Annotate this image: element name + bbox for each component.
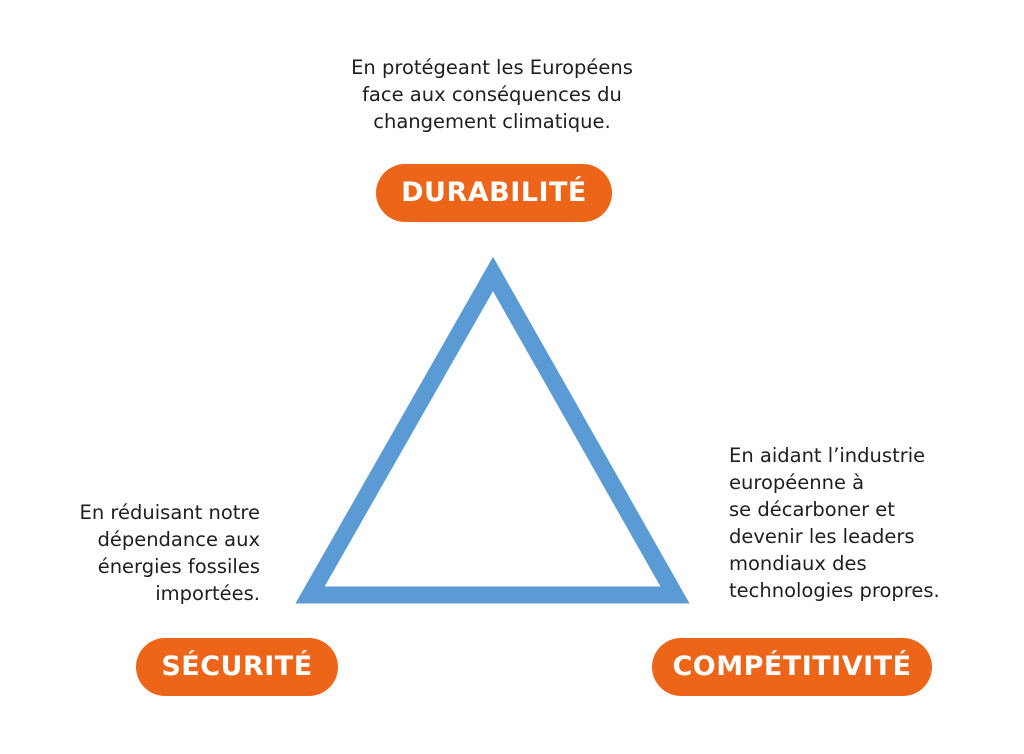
description-line: En réduisant notre <box>79 501 260 524</box>
durabilite-description: En protégeant les Européens face aux con… <box>292 54 692 135</box>
durabilite-label: DURABILITÉ <box>376 164 612 222</box>
description-line: devenir les leaders <box>729 525 915 548</box>
description-line: changement climatique. <box>373 110 611 133</box>
description-line: dépendance aux <box>97 528 260 551</box>
description-line: européenne à <box>729 471 865 494</box>
competitivite-label: COMPÉTITIVITÉ <box>652 638 932 696</box>
competitivite-description: En aidant l’industrie européenne à se dé… <box>729 442 940 604</box>
description-line: face aux conséquences du <box>362 83 622 106</box>
description-line: mondiaux des <box>729 552 867 575</box>
description-line: énergies fossiles <box>97 555 260 578</box>
triangle-shape <box>295 256 690 604</box>
securite-label: SÉCURITÉ <box>136 638 338 696</box>
description-line: importées. <box>155 582 260 605</box>
securite-description: En réduisant notre dépendance aux énergi… <box>80 499 260 607</box>
description-line: se décarboner et <box>729 498 895 521</box>
description-line: technologies propres. <box>729 579 940 602</box>
description-line: En aidant l’industrie <box>729 444 926 467</box>
description-line: En protégeant les Européens <box>351 56 633 79</box>
